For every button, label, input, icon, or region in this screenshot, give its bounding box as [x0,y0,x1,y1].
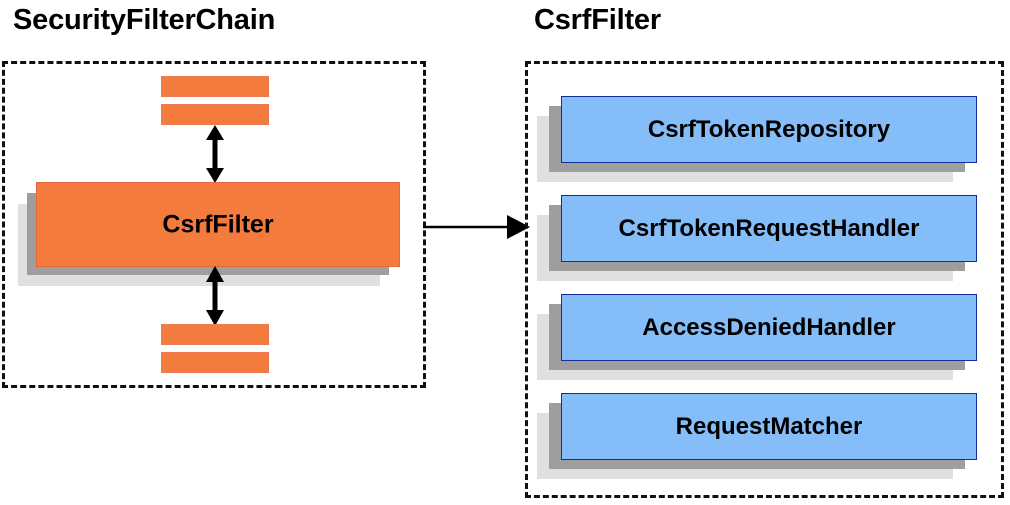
csrf-filter-face[interactable]: CsrfFilter [36,182,400,267]
filter-bar-bottom-1 [161,324,269,345]
collaborator-face[interactable]: CsrfTokenRequestHandler [561,195,977,262]
double-arrow-bottom [202,266,228,326]
filter-bar-top-2 [161,104,269,125]
collaborator-face[interactable]: CsrfTokenRepository [561,96,977,163]
collaborator-csrf-token-repository: CsrfTokenRepository [537,96,977,182]
collaborator-request-matcher: RequestMatcher [537,393,977,479]
collaborator-label: CsrfTokenRepository [647,115,891,143]
csrf-filter-label: CsrfFilter [162,210,274,238]
csrf-filter-block: CsrfFilter [18,182,400,286]
panel-csrf-filter [525,61,1004,498]
collaborator-label: RequestMatcher [675,412,863,440]
arrow-csrffilter-to-detail [423,212,530,242]
filter-bar-top-1 [161,76,269,97]
collaborator-face[interactable]: RequestMatcher [561,393,977,460]
panel-security-filter-chain [2,61,426,388]
collaborator-face[interactable]: AccessDeniedHandler [561,294,977,361]
panel-title-csrf-filter: CsrfFilter [534,4,661,36]
double-arrow-top [202,125,228,183]
collaborator-label: CsrfTokenRequestHandler [618,214,920,242]
filter-bar-bottom-2 [161,352,269,373]
panel-title-security-filter-chain: SecurityFilterChain [13,4,276,36]
collaborator-csrf-token-request-handler: CsrfTokenRequestHandler [537,195,977,281]
collaborator-access-denied-handler: AccessDeniedHandler [537,294,977,380]
collaborator-label: AccessDeniedHandler [642,313,896,341]
